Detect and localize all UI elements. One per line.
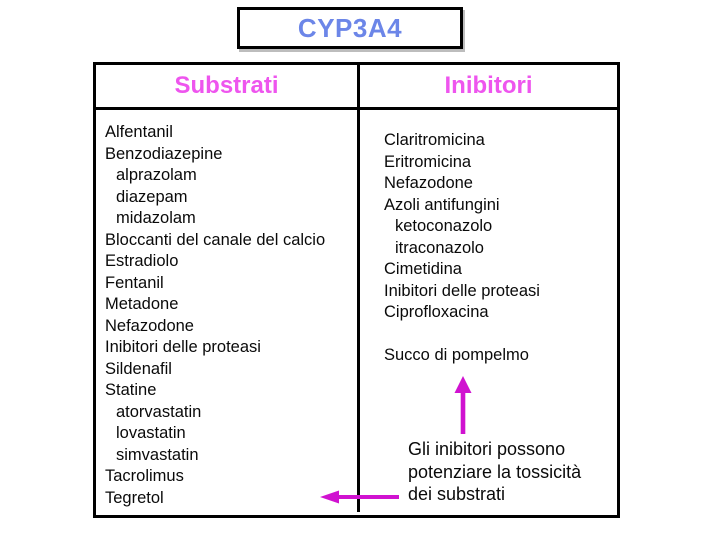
inhibitor-item: Nefazodone — [384, 174, 473, 192]
substrate-item: Bloccanti del canale del calcio — [105, 230, 326, 249]
substrate-item: Statine — [105, 381, 157, 399]
substrate-item: Tegretol — [105, 488, 164, 507]
inhibitor-item: Claritromicina — [384, 131, 485, 149]
substrate-item: Inibitori delle proteasi — [105, 338, 261, 356]
inhibitor-item: itraconazolo — [395, 238, 484, 257]
title-box: CYP3A4 — [237, 7, 463, 49]
inhibitor-item: Ciprofloxacina — [384, 303, 489, 321]
substrate-item: Tacrolimus — [105, 467, 184, 485]
substrate-item: Alfentanil — [105, 123, 173, 141]
inhibitor-item: Eritromicina — [384, 152, 472, 171]
note-line: Gli inibitori possono — [408, 439, 566, 459]
substrate-item: midazolam — [116, 209, 196, 227]
substrate-item: Fentanil — [105, 273, 164, 292]
note-line: dei substrati — [408, 484, 506, 504]
substrate-item: simvastatin — [116, 445, 199, 464]
substrate-item: diazepam — [116, 187, 188, 206]
substrate-item: Sildenafil — [105, 359, 172, 378]
column-header-substrates: Substrati — [96, 65, 360, 107]
left-arrow-icon — [320, 490, 399, 504]
up-arrow-icon — [454, 376, 472, 434]
inhibitor-item: Cimetidina — [384, 260, 462, 278]
inhibitor-item: Inibitori delle proteasi — [384, 281, 540, 300]
note-line: potenziare la tossicità — [408, 461, 582, 482]
inhibitor-item: ketoconazolo — [395, 217, 493, 235]
substrate-item: alprazolam — [116, 166, 197, 184]
substrate-item: atorvastatin — [116, 402, 202, 421]
substrate-item: Metadone — [105, 295, 179, 313]
substrate-item: Estradiolo — [105, 252, 179, 270]
substrate-item: Nefazodone — [105, 316, 194, 335]
substrate-item: Benzodiazepine — [105, 144, 223, 163]
inhibitor-item — [384, 324, 617, 346]
substrate-item: lovastatin — [116, 424, 186, 442]
page-title: CYP3A4 — [297, 12, 403, 43]
column-header-inhibitors: Inibitori — [444, 72, 533, 99]
inhibitor-item: Succo di pompelmo — [384, 346, 529, 364]
inhibitor-item: Azoli antifungini — [384, 195, 500, 214]
table-header-row: Substrati Inibitori — [96, 65, 617, 110]
